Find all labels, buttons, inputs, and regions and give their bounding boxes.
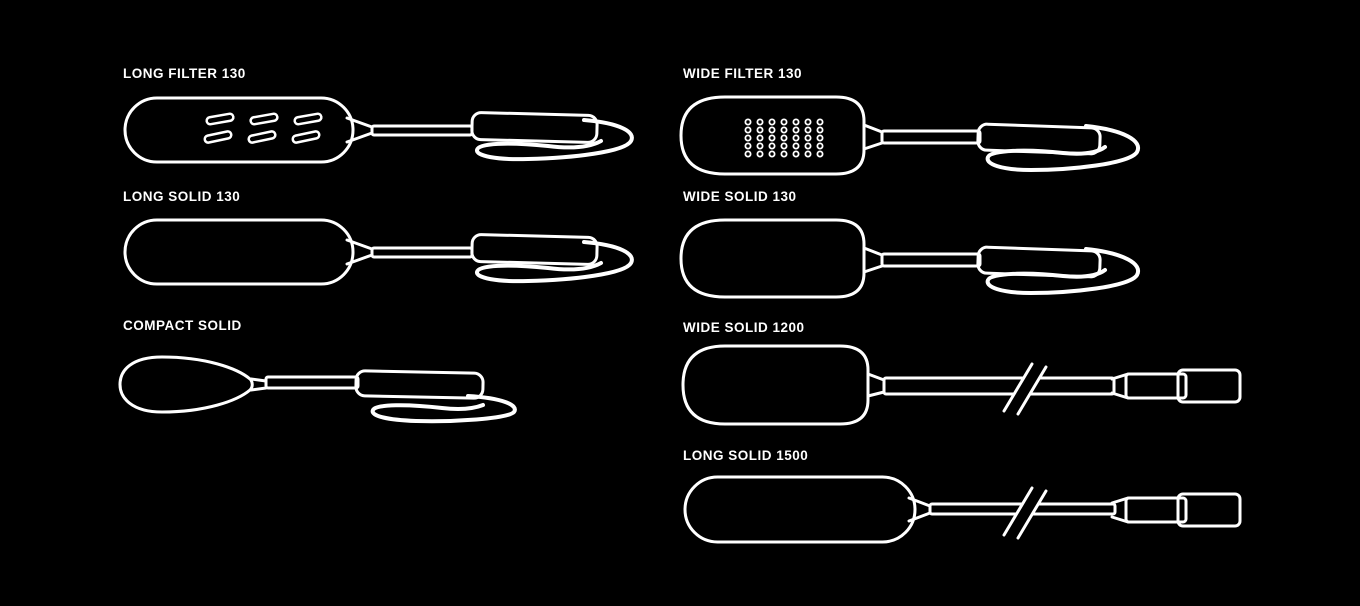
wide-filter-130-spoon-drawing — [679, 95, 1141, 176]
product-label-long-solid-130: LONG SOLID 130 — [123, 189, 241, 204]
long-solid-1500-spoon-drawing — [683, 475, 1240, 542]
compact-solid-spoon-drawing — [118, 355, 517, 424]
filter-slots — [203, 112, 323, 144]
long-filter-130-spoon-drawing — [123, 96, 634, 164]
product-label-wide-solid-130: WIDE SOLID 130 — [683, 189, 797, 204]
product-label-long-filter-130: LONG FILTER 130 — [123, 66, 246, 81]
product-label-wide-solid-1200: WIDE SOLID 1200 — [683, 320, 805, 335]
filter-holes — [744, 118, 824, 158]
product-label-compact-solid: COMPACT SOLID — [123, 318, 242, 333]
wide-solid-130-spoon-drawing — [679, 218, 1141, 299]
product-label-long-solid-1500: LONG SOLID 1500 — [683, 448, 809, 463]
long-solid-130-spoon-drawing — [123, 218, 634, 286]
product-label-wide-filter-130: WIDE FILTER 130 — [683, 66, 803, 81]
wide-solid-1200-spoon-drawing — [681, 344, 1240, 426]
